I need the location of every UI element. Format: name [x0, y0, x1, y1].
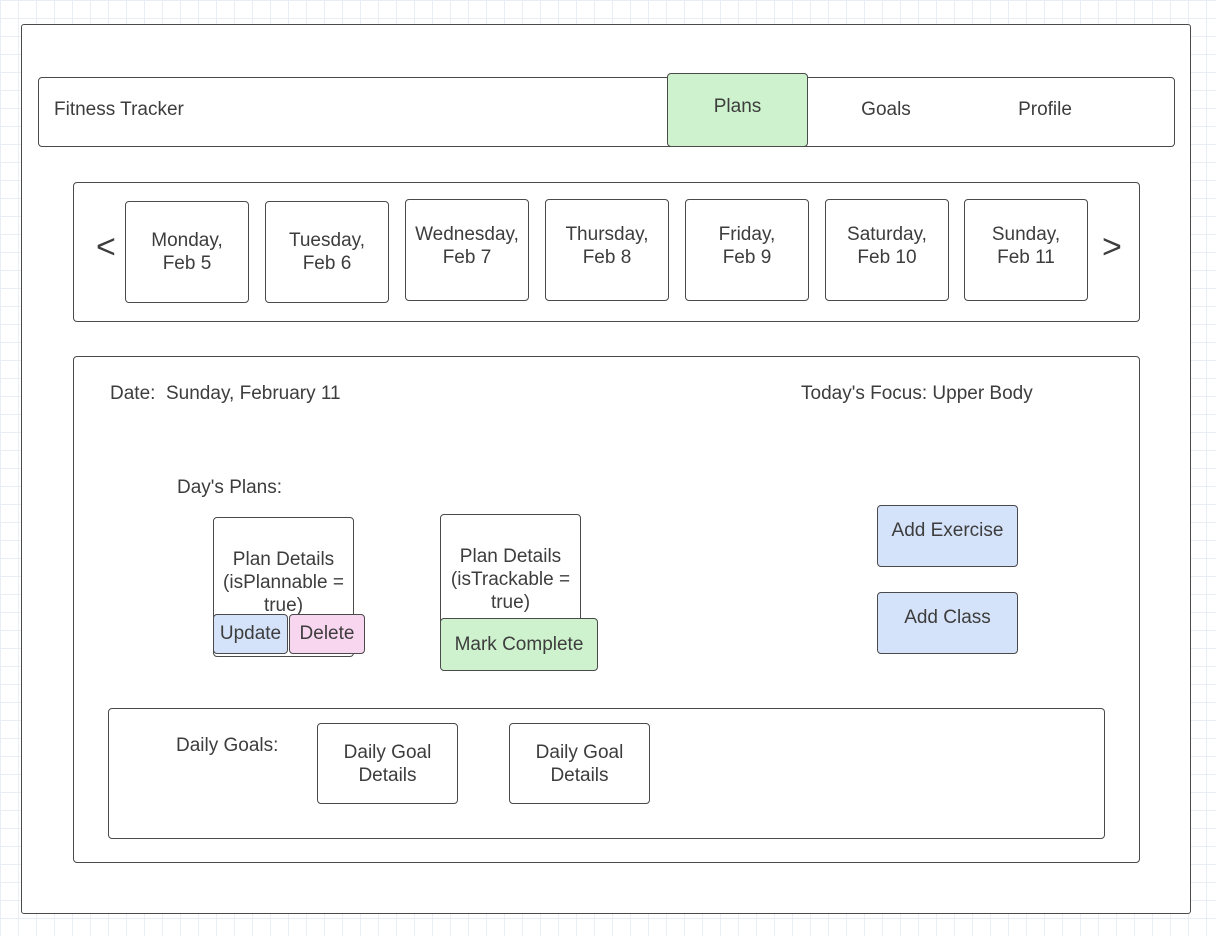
day-card-saturday-line1: Saturday,	[847, 224, 927, 245]
add-exercise-button[interactable]: Add Exercise	[877, 505, 1018, 567]
day-card-friday-line2: Feb 9	[722, 247, 772, 268]
tab-plans-label: Plans	[713, 96, 762, 117]
plan-card-trackable-line1: Plan Details	[459, 546, 562, 567]
daily-goal-card-line2: Details	[358, 764, 417, 786]
update-button-label: Update	[219, 623, 282, 644]
days-plans-label: Day's Plans:	[177, 477, 283, 498]
todays-focus: Today's Focus: Upper Body	[801, 383, 1033, 404]
daily-goal-card-line2: Details	[550, 764, 609, 786]
tab-goals[interactable]: Goals	[836, 98, 936, 121]
day-card-saturday[interactable]: Saturday,Feb 10	[825, 199, 949, 301]
plan-card-plannable-line1: Plan Details	[232, 549, 335, 570]
day-card-sunday-line1: Sunday,	[991, 224, 1061, 245]
day-card-friday-line1: Friday,	[718, 224, 776, 245]
day-card-thursday-line2: Feb 8	[582, 247, 632, 268]
delete-button-label: Delete	[299, 623, 355, 644]
delete-button[interactable]: Delete	[289, 614, 365, 654]
app-title: Fitness Tracker	[54, 99, 184, 120]
day-card-wednesday[interactable]: Wednesday,Feb 7	[405, 199, 529, 301]
add-exercise-button-label: Add Exercise	[891, 520, 1004, 541]
add-class-button-label: Add Class	[904, 607, 991, 628]
next-week-button[interactable]: >	[1102, 228, 1122, 266]
day-card-saturday-line2: Feb 10	[857, 247, 917, 268]
plan-card-trackable-line2: (isTrackable =	[450, 569, 571, 590]
date-label: Date:	[110, 383, 156, 404]
plan-card-trackable-line3: true)	[490, 592, 531, 613]
day-card-monday-line1: Monday,	[151, 230, 223, 251]
tab-profile[interactable]: Profile	[995, 98, 1095, 121]
update-button[interactable]: Update	[213, 614, 288, 654]
day-card-wednesday-line1: Wednesday,	[415, 224, 519, 245]
prev-week-button[interactable]: <	[96, 228, 116, 266]
day-card-thursday[interactable]: Thursday,Feb 8	[545, 199, 669, 301]
day-card-sunday-line2: Feb 11	[997, 247, 1055, 268]
day-card-monday[interactable]: Monday,Feb 5	[125, 201, 249, 303]
daily-goal-card-line1: Daily Goal	[343, 741, 432, 763]
day-card-thursday-line1: Thursday,	[565, 224, 649, 245]
day-card-tuesday-line1: Tuesday,	[288, 230, 366, 251]
day-card-tuesday-line2: Feb 6	[302, 253, 352, 274]
tab-plans[interactable]: Plans	[667, 73, 808, 147]
tab-profile-label: Profile	[1018, 99, 1072, 120]
daily-goal-card-line1: Daily Goal	[535, 741, 624, 763]
mark-complete-button-label: Mark Complete	[454, 633, 584, 655]
plan-card-plannable-line3: true)	[263, 595, 304, 616]
header-bar	[38, 77, 1175, 147]
day-card-friday[interactable]: Friday,Feb 9	[685, 199, 809, 301]
add-class-button[interactable]: Add Class	[877, 592, 1018, 654]
plan-card-plannable-line2: (isPlannable =	[223, 572, 344, 593]
tab-goals-label: Goals	[861, 99, 911, 120]
day-card-wednesday-line2: Feb 7	[442, 247, 492, 268]
day-card-monday-line2: Feb 5	[162, 253, 212, 274]
date-value: Sunday, February 11	[166, 383, 341, 404]
daily-goals-label: Daily Goals:	[176, 735, 279, 756]
day-card-sunday[interactable]: Sunday,Feb 11	[964, 199, 1088, 301]
day-card-tuesday[interactable]: Tuesday,Feb 6	[265, 201, 389, 303]
mark-complete-button[interactable]: Mark Complete	[440, 618, 598, 671]
